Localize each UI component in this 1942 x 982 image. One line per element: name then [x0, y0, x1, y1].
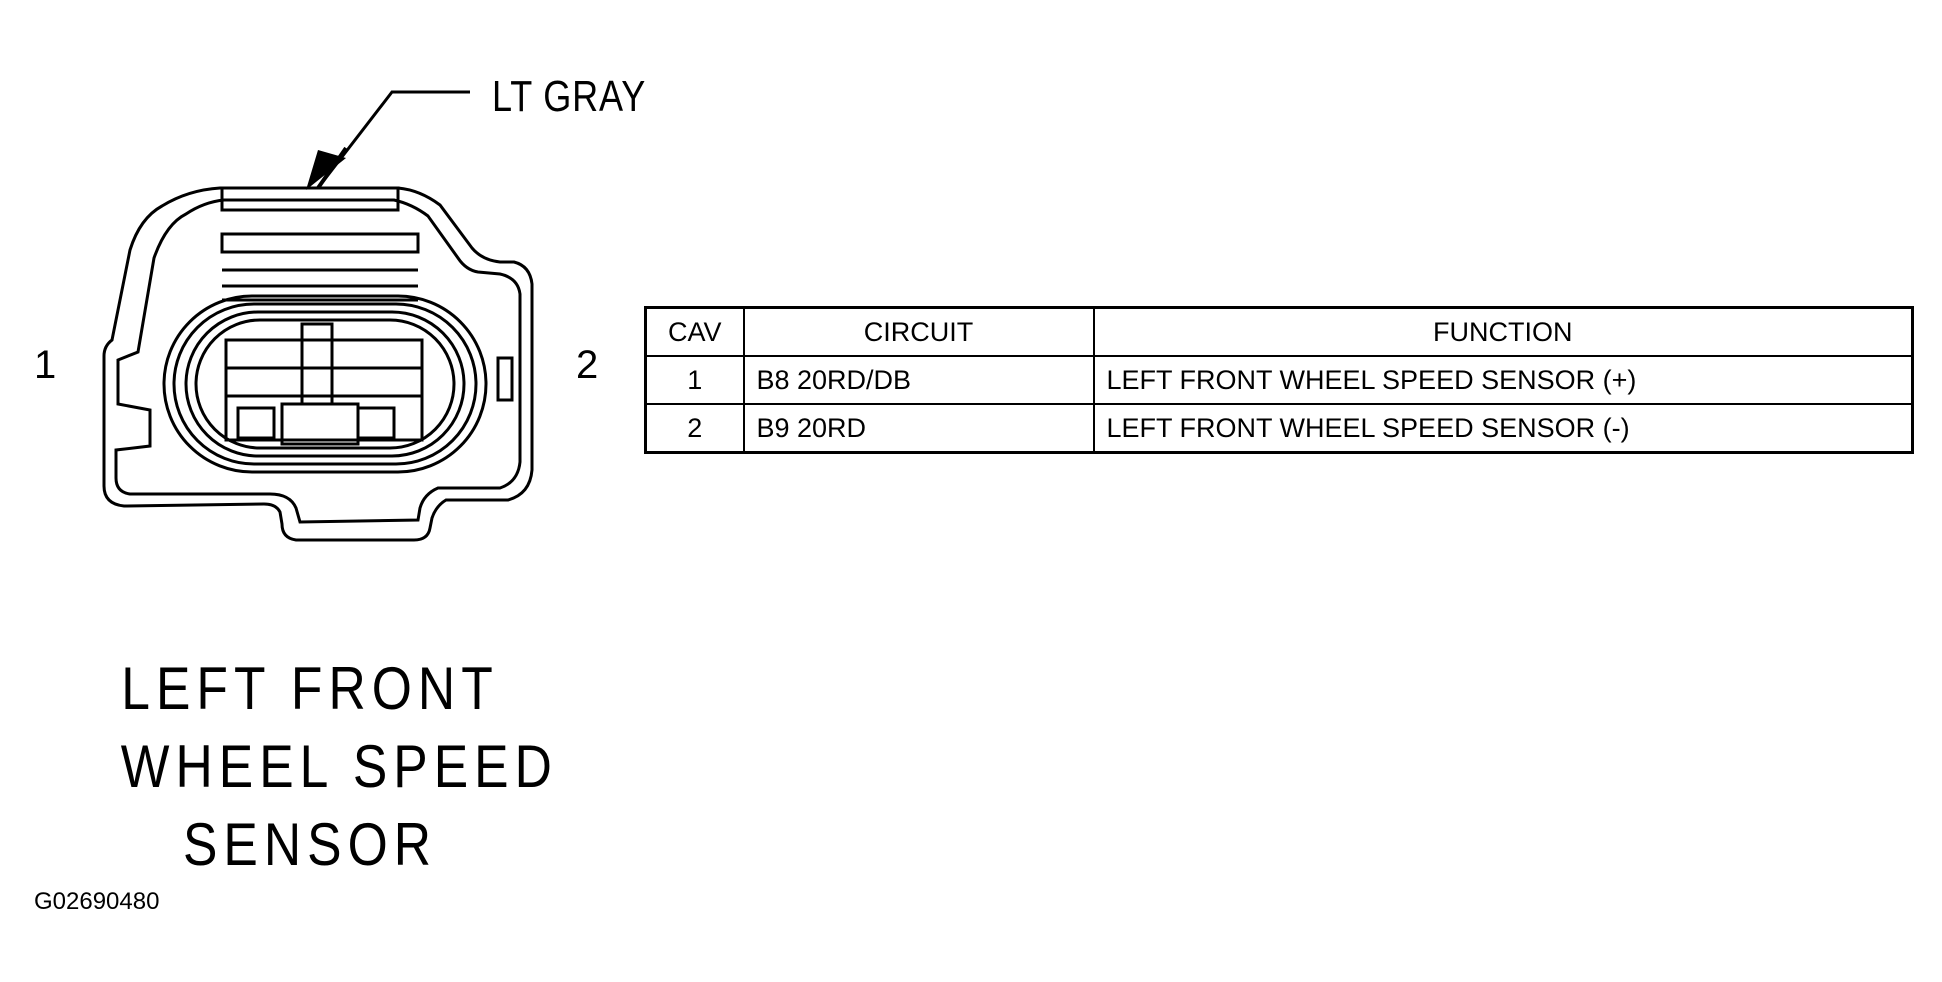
table-row: 1 B8 20RD/DB LEFT FRONT WHEEL SPEED SENS…	[644, 355, 1914, 405]
cell-function: LEFT FRONT WHEEL SPEED SENSOR (+)	[1092, 355, 1914, 405]
connector-latch-top	[220, 186, 400, 212]
cell-circuit: B8 20RD/DB	[742, 355, 1095, 405]
cell-cav: 1	[644, 355, 745, 405]
pin-1-label: 1	[34, 343, 57, 387]
cell-function: LEFT FRONT WHEEL SPEED SENSOR (-)	[1092, 403, 1914, 454]
color-callout-arrow	[306, 90, 470, 190]
pin-2-label: 2	[576, 343, 599, 387]
connector-housing-inner	[114, 198, 522, 524]
cell-cav: 2	[644, 403, 745, 454]
cell-circuit: B9 20RD	[742, 403, 1095, 454]
component-name: LEFT FRONT WHEEL SPEED SENSOR	[120, 650, 558, 884]
connector-ribs	[220, 232, 420, 302]
pinout-table: CAV CIRCUIT FUNCTION 1 B8 20RD/DB LEFT F…	[644, 306, 1914, 454]
connector-side-tab	[496, 356, 514, 402]
header-circuit: CIRCUIT	[742, 306, 1095, 357]
component-name-line-2: WHEEL SPEED	[120, 733, 558, 800]
header-cav: CAV	[644, 306, 745, 357]
pinout-header-row: CAV CIRCUIT FUNCTION	[644, 306, 1914, 357]
wire-color-label: LT GRAY	[492, 72, 647, 121]
header-function: FUNCTION	[1092, 306, 1914, 357]
connector-housing-outline	[102, 186, 534, 542]
connector-terminal-cavities	[224, 322, 424, 446]
component-name-line-3: SENSOR	[182, 811, 438, 878]
connector-seal-rings	[162, 294, 488, 474]
figure-id: G02690480	[34, 888, 160, 915]
component-name-line-1: LEFT FRONT	[121, 655, 499, 722]
table-row: 2 B9 20RD LEFT FRONT WHEEL SPEED SENSOR …	[644, 403, 1914, 454]
